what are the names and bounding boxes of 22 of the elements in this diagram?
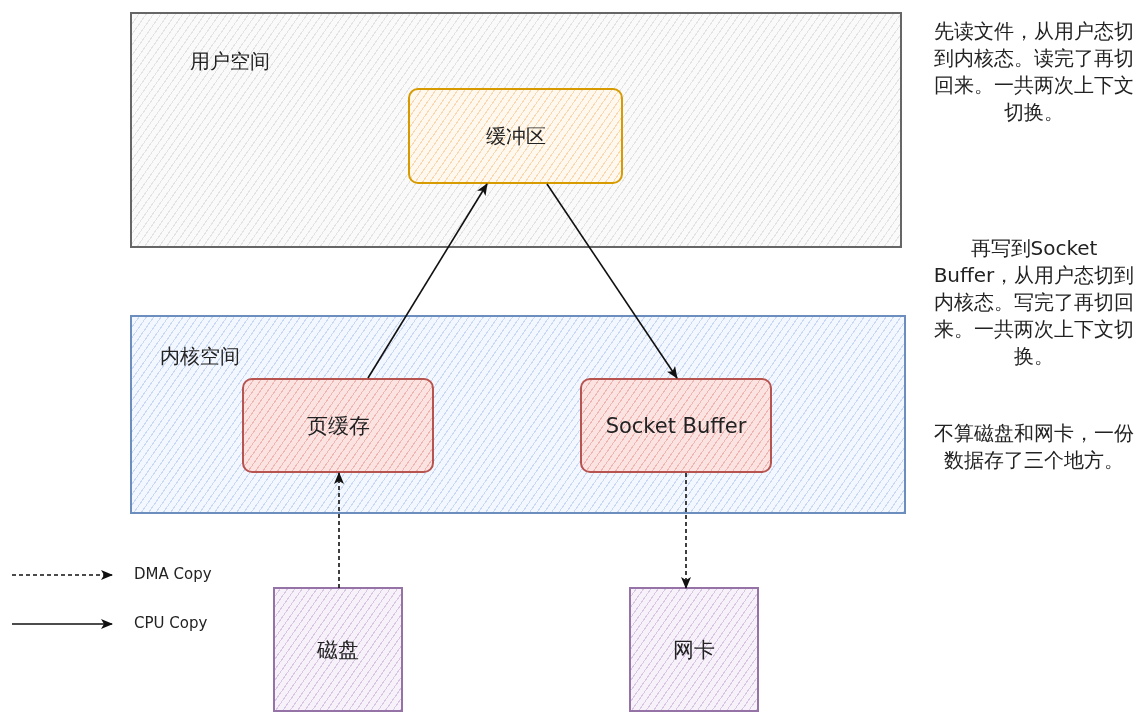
node-label: 用户空间 <box>190 48 270 75</box>
note-text: 先读文件，从用户态切到内核态。读完了再切回来。一共两次上下文切换。 <box>933 18 1135 126</box>
note-text: 不算磁盘和网卡，一份数据存了三个地方。 <box>933 420 1135 474</box>
note-text: 再写到Socket Buffer，从用户态切到内核态。写完了再切回来。一共两次上下文切换。 <box>932 235 1136 370</box>
legend-label: DMA Copy <box>134 565 212 583</box>
dashed-arrow <box>334 472 344 589</box>
legend-label: CPU Copy <box>134 614 208 632</box>
node-label: 页缓存 <box>306 412 370 440</box>
dashed-arrow <box>681 472 691 589</box>
arrow <box>546 183 678 379</box>
buffer-box <box>408 88 623 184</box>
node-label: 内核空间 <box>160 343 240 370</box>
kernel-space-panel <box>130 315 906 514</box>
node-label: 网卡 <box>673 636 715 664</box>
socket-buffer-box <box>580 378 772 473</box>
node-label: 磁盘 <box>317 636 359 664</box>
arrow <box>367 183 488 379</box>
node-label: Socket Buffer <box>605 413 747 438</box>
node-label: 缓冲区 <box>485 122 546 150</box>
nic-box <box>629 587 759 712</box>
user-space-panel <box>130 12 902 248</box>
page-cache-box <box>242 378 434 473</box>
